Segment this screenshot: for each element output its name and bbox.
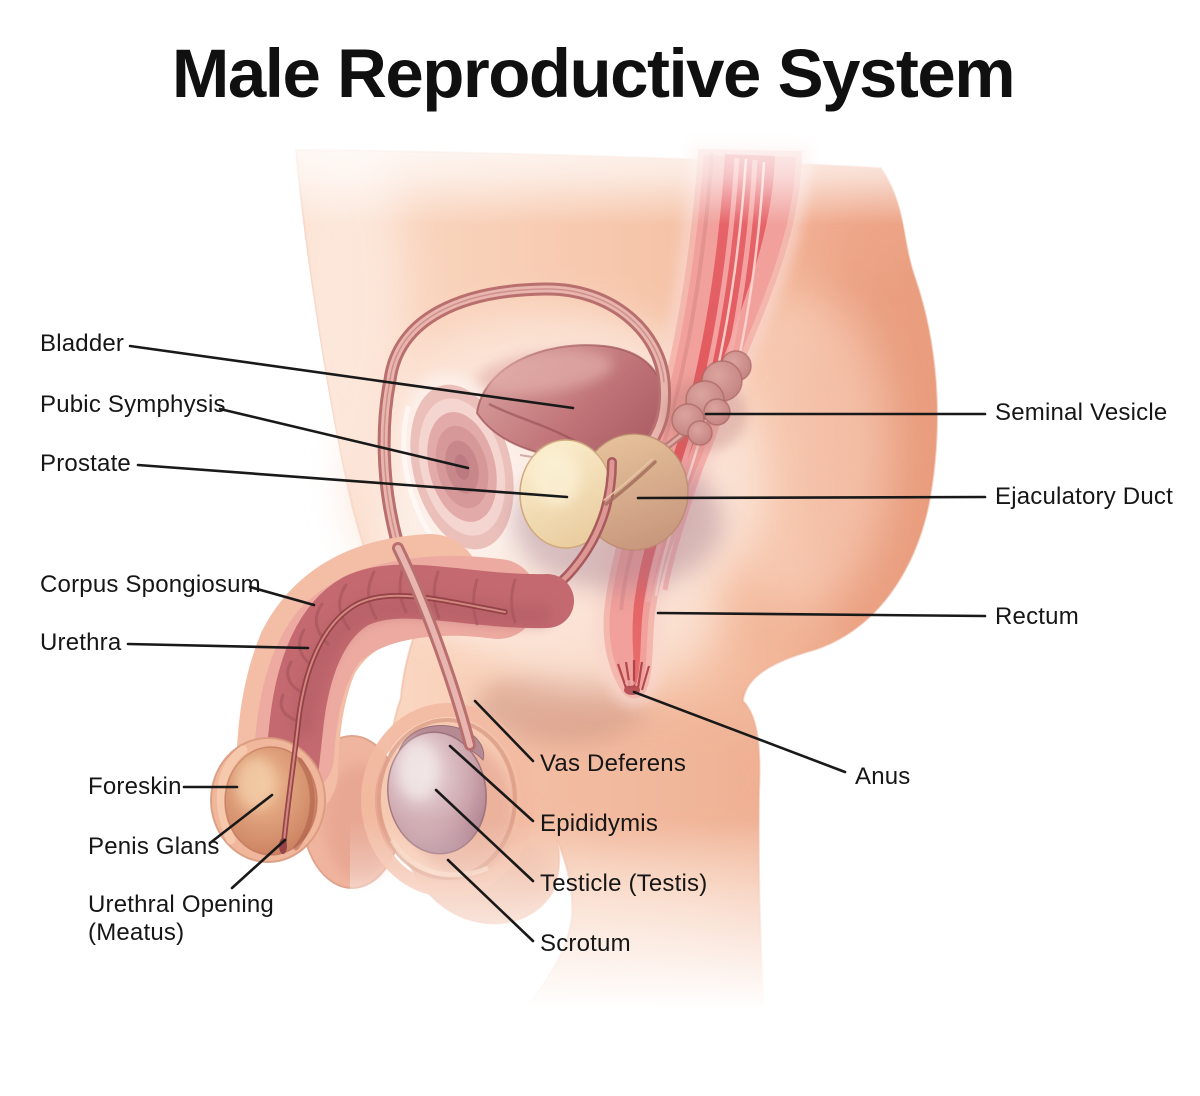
leader-lines (126, 344, 987, 943)
leader-penis-glans (208, 793, 274, 845)
vas-deferens-leg (392, 542, 476, 751)
label-corpus-spongiosum: Corpus Spongiosum (40, 571, 261, 598)
label-epididymis: Epididymis (540, 810, 659, 837)
label-pubic-symphysis: Pubic Symphysis (40, 391, 226, 418)
leader-vas-deferens (473, 699, 535, 763)
label-rectum: Rectum (995, 603, 1079, 630)
label-bladder: Bladder (40, 330, 125, 357)
leader-prostate (136, 463, 569, 499)
label-prostate: Prostate (40, 450, 131, 477)
label-scrotum: Scrotum (540, 930, 631, 957)
prostate-shape (513, 433, 723, 590)
top-fade (240, 118, 980, 228)
bladder-shape (475, 344, 665, 468)
bottom-white (0, 1008, 1200, 1096)
penis-glans-shape (210, 737, 326, 863)
leader-bladder (128, 344, 575, 410)
leader-urethra (126, 642, 310, 650)
bottom-fade (350, 820, 820, 1012)
label-anus: Anus (855, 763, 911, 790)
leader-anus (632, 690, 847, 774)
leader-corpus-spongiosum (248, 585, 316, 607)
ejaculatory-duct-shape (603, 458, 657, 506)
label-seminal-vesicle: Seminal Vesicle (995, 399, 1168, 426)
page-title: Male Reproductive System (171, 35, 1016, 112)
label-ejaculatory-duct: Ejaculatory Duct (995, 483, 1173, 510)
leader-ejaculatory-duct (636, 495, 987, 500)
label-vas-deferens: Vas Deferens (540, 750, 687, 777)
label-foreskin: Foreskin (88, 773, 182, 800)
label-urethral-opening: Urethral Opening (Meatus) (88, 891, 274, 946)
label-penis-glans: Penis Glans (88, 833, 220, 860)
leader-urethral-opening (230, 838, 287, 890)
leader-scrotum (446, 858, 535, 943)
leader-epididymis (448, 744, 535, 823)
leader-rectum (656, 611, 987, 618)
corpus-spongiosum-ridges (279, 564, 517, 722)
leader-testicle (434, 788, 535, 883)
label-urethra: Urethra (40, 629, 122, 656)
label-testicle: Testicle (Testis) (540, 870, 708, 897)
leader-pubic-symphysis (218, 407, 470, 470)
